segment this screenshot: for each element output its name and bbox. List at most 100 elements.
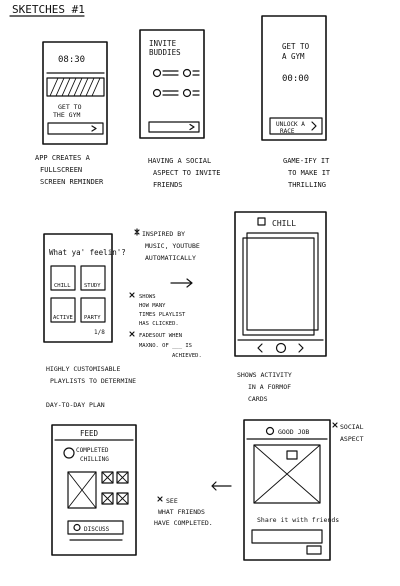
buddies-button[interactable]	[148, 121, 200, 133]
svg-text:FULLSCREEN: FULLSCREEN	[40, 166, 82, 174]
svg-text:FADESOUT WHEN: FADESOUT WHEN	[139, 333, 182, 339]
reminder-button[interactable]	[47, 122, 104, 135]
svg-text:MAXNO. OF ___ IS: MAXNO. OF ___ IS	[139, 343, 192, 349]
star-icon	[129, 292, 135, 298]
svg-text:SCREEN REMINDER: SCREEN REMINDER	[40, 178, 104, 186]
svg-text:AUTOMATICALLY: AUTOMATICALLY	[145, 254, 196, 262]
arrow-right-icon	[170, 278, 193, 288]
star-icon	[134, 228, 140, 236]
svg-text:CARDS: CARDS	[248, 395, 268, 403]
screen-feed: FEED COMPLETED CHILLING DISCUSS	[51, 424, 137, 556]
star-icon	[129, 331, 135, 337]
caption-gamify: GAME-IFY IT TO MAKE IT THRILLING	[283, 157, 331, 189]
svg-text:GAME-IFY IT: GAME-IFY IT	[283, 157, 330, 165]
gamify-timer: 00:00	[282, 74, 309, 84]
svg-text:HAVING A SOCIAL: HAVING A SOCIAL	[148, 157, 211, 165]
star-icon	[157, 496, 163, 502]
caption-reminder: APP CREATES A FULLSCREEN SCREEN REMINDER	[35, 154, 104, 186]
tile-active[interactable]	[50, 297, 76, 323]
discuss-button[interactable]	[67, 520, 124, 535]
check-circle-icon[interactable]	[275, 342, 287, 354]
reminder-time: 08:30	[58, 55, 85, 65]
svg-text:ACTIVE: ACTIVE	[53, 315, 73, 321]
share-label: Share it with friends	[257, 516, 339, 524]
arrow-right-icon	[91, 125, 97, 132]
arrow-right-icon	[189, 123, 195, 131]
screen-feeling: What ya' feelin'? CHILL STUDY ACTIVE PAR…	[43, 233, 126, 343]
caption-cards: SHOWS ACTIVITY IN A FORMOF CARDS	[237, 371, 292, 403]
chat-icon	[73, 523, 81, 532]
svg-text:FRIENDS: FRIENDS	[153, 181, 183, 189]
svg-text:WHAT FRIENDS: WHAT FRIENDS	[158, 508, 205, 516]
svg-text:TO MAKE IT: TO MAKE IT	[288, 169, 331, 177]
svg-text:SHOWS: SHOWS	[139, 294, 156, 300]
feeling-title: What ya' feelin'?	[49, 248, 126, 257]
svg-text:CHILL: CHILL	[54, 283, 71, 289]
buddies-title2: BUDDIES	[149, 48, 181, 57]
arrow-left-icon[interactable]	[257, 343, 263, 353]
tile-study[interactable]	[80, 265, 106, 291]
svg-text:HOW MANY: HOW MANY	[139, 303, 166, 309]
phone-frame	[234, 211, 327, 357]
checkbox-icon	[257, 217, 266, 226]
friend-list	[152, 68, 200, 98]
feed-thumbs	[101, 471, 129, 505]
svg-text:HAVE COMPLETED.: HAVE COMPLETED.	[154, 519, 213, 527]
gamify-line1: GET TO	[282, 42, 310, 51]
avatar	[63, 447, 75, 459]
caption-buddies: HAVING A SOCIAL ASPECT TO INVITE FRIENDS	[148, 157, 220, 189]
phone-frame	[261, 15, 327, 141]
send-button[interactable]	[306, 545, 322, 555]
notes-goodjob: SOCIAL ASPECT	[332, 422, 364, 443]
notes-feeling: INSPIRED BY MUSIC, YOUTUBE AUTOMATICALLY…	[129, 228, 202, 359]
feed-title: FEED	[80, 429, 99, 438]
phone-frame	[243, 419, 331, 561]
svg-text:RACE: RACE	[280, 128, 295, 135]
phone-frame	[42, 41, 108, 145]
svg-text:APP CREATES A: APP CREATES A	[35, 154, 91, 162]
svg-text:PARTY: PARTY	[84, 315, 101, 321]
unlock-race-button[interactable]	[269, 117, 323, 135]
svg-text:COMPLETED: COMPLETED	[76, 447, 109, 454]
arrow-right-icon[interactable]	[298, 343, 304, 353]
tile-chill[interactable]	[50, 265, 76, 291]
phone-frame	[51, 424, 137, 556]
tile-party[interactable]	[80, 297, 106, 323]
svg-text:TIMES PLAYLIST: TIMES PLAYLIST	[139, 312, 186, 318]
svg-text:HIGHLY CUSTOMISABLE: HIGHLY CUSTOMISABLE	[46, 365, 120, 373]
check-circle-icon	[265, 426, 275, 436]
svg-text:DISCUSS: DISCUSS	[84, 526, 110, 533]
notes-feed: SEE WHAT FRIENDS HAVE COMPLETED.	[154, 496, 213, 527]
svg-text:UNLOCK A: UNLOCK A	[276, 121, 305, 128]
svg-text:PLAYLISTS TO DETERMINE: PLAYLISTS TO DETERMINE	[50, 377, 136, 385]
svg-text:IN A FORMOF: IN A FORMOF	[248, 383, 291, 391]
hatched-banner	[46, 77, 105, 97]
screen-gamify: GET TO A GYM 00:00 UNLOCK A RACE	[261, 15, 327, 141]
activity-card[interactable]	[242, 237, 315, 336]
screen-cards: CHILL	[234, 211, 327, 357]
achievement-image	[253, 444, 321, 504]
svg-text:ASPECT: ASPECT	[340, 435, 364, 443]
star-icon	[332, 422, 338, 428]
arrow-left-icon	[211, 481, 232, 491]
svg-text:SHOWS ACTIVITY: SHOWS ACTIVITY	[237, 371, 292, 379]
svg-text:INSPIRED BY: INSPIRED BY	[142, 230, 185, 238]
share-input[interactable]	[251, 529, 323, 544]
sheet-title: SKETCHES #1	[12, 3, 85, 16]
camera-icon	[286, 450, 298, 460]
screen-goodjob: GOOD JOB Share it with friends	[243, 419, 339, 561]
pager: 1/8	[94, 329, 105, 336]
svg-text:SOCIAL: SOCIAL	[340, 423, 364, 431]
feed-image	[67, 471, 97, 509]
buddies-title1: INVITE	[149, 39, 177, 48]
svg-text:MUSIC, YOUTUBE: MUSIC, YOUTUBE	[145, 242, 200, 250]
phone-frame	[43, 233, 113, 343]
screen-reminder: 08:30 GET TO THE GYM	[42, 41, 108, 145]
svg-text:THRILLING: THRILLING	[288, 181, 326, 189]
svg-text:SEE: SEE	[166, 497, 178, 505]
svg-text:ACHIEVED.: ACHIEVED.	[172, 353, 202, 359]
svg-text:HAS CLICKED.: HAS CLICKED.	[139, 321, 179, 327]
reminder-line2: THE GYM	[53, 111, 80, 119]
caption-feeling: HIGHLY CUSTOMISABLE PLAYLISTS TO DETERMI…	[46, 365, 136, 409]
